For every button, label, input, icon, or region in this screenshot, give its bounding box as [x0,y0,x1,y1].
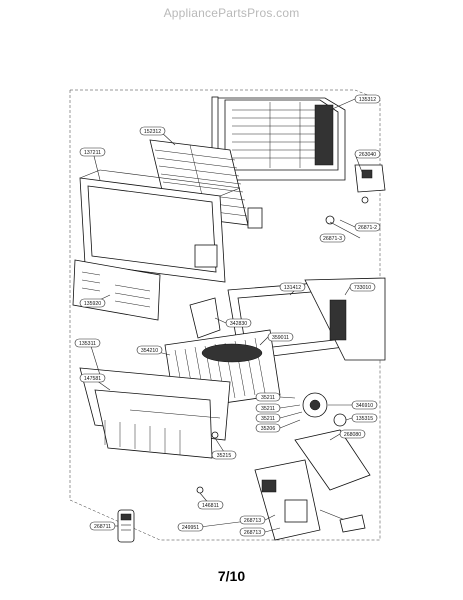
callout-733010: 733010 [349,282,376,292]
callout-35211-c: 35211 [255,413,281,423]
callout-137211: 137211 [79,147,106,157]
watermark-text: AppliancePartsPros.com [163,6,300,20]
svg-text:135920: 135920 [84,301,101,307]
svg-text:146811: 146811 [202,503,219,509]
callout-26871-2: 26871-2 [354,222,381,232]
svg-text:26871-3: 26871-3 [323,236,342,242]
svg-text:131412: 131412 [284,285,301,291]
svg-text:268711: 268711 [94,524,111,530]
svg-text:342830: 342830 [230,321,247,327]
screw-a [211,431,219,439]
svg-text:137211: 137211 [84,150,101,156]
callout-135312: 135312 [354,94,381,104]
screw-b [196,486,204,494]
svg-text:354210: 354210 [141,348,158,354]
callout-135315: 135315 [351,413,378,423]
callout-359011: 359011 [267,332,294,342]
svg-text:152312: 152312 [144,129,161,135]
svg-text:268080: 268080 [344,432,361,438]
svg-text:26871-2: 26871-2 [358,225,377,231]
callout-labels: 135312 152312 137211 263040 26871-2 2687… [74,94,381,537]
callout-35206: 35206 [255,423,281,433]
callout-268711: 268711 [89,521,116,531]
callout-131412: 131412 [279,282,306,292]
svg-text:733010: 733010 [354,285,371,291]
svg-text:359011: 359011 [272,335,289,341]
base-pan [79,367,231,459]
callout-35215: 35215 [211,450,237,460]
callout-346910: 346910 [351,400,378,410]
callout-268713-b: 268713 [239,527,266,537]
callout-147581: 147581 [79,373,106,383]
callout-342830: 342830 [225,318,252,328]
svg-text:346910: 346910 [356,403,373,409]
control-box [254,429,371,541]
svg-text:147581: 147581 [84,376,101,382]
svg-text:35215: 35215 [217,453,232,459]
svg-text:35211: 35211 [261,406,275,412]
svg-text:249951: 249951 [182,525,199,531]
remote-control [117,509,135,543]
chassis-housing [211,96,346,181]
callout-35211-b: 35211 [255,403,281,413]
svg-text:35211: 35211 [261,395,275,401]
callout-249951: 249951 [177,522,204,532]
left-bracket [189,297,221,339]
fan-motor [302,392,347,427]
callout-35211-a: 35211 [255,392,281,402]
callout-263040: 263040 [354,149,381,159]
svg-text:135311: 135311 [79,341,96,347]
svg-text:268713: 268713 [244,530,261,536]
svg-text:35211: 35211 [261,416,275,422]
svg-text:263040: 263040 [359,152,376,158]
svg-text:35206: 35206 [261,426,276,432]
callout-146811: 146811 [197,500,224,510]
control-bracket [325,164,386,225]
front-panel [79,169,241,283]
callout-268080: 268080 [339,429,366,439]
callout-268713-a: 268713 [239,515,266,525]
callout-152312: 152312 [139,126,166,136]
svg-text:135312: 135312 [359,97,376,103]
svg-text:135315: 135315 [356,416,373,422]
svg-text:268713: 268713 [244,518,261,524]
page-number: 7/10 [217,568,246,584]
callout-354210: 354210 [136,345,163,355]
callout-135311: 135311 [74,338,101,348]
callout-135920: 135920 [79,298,106,308]
callout-26871-3: 26871-3 [319,233,346,243]
